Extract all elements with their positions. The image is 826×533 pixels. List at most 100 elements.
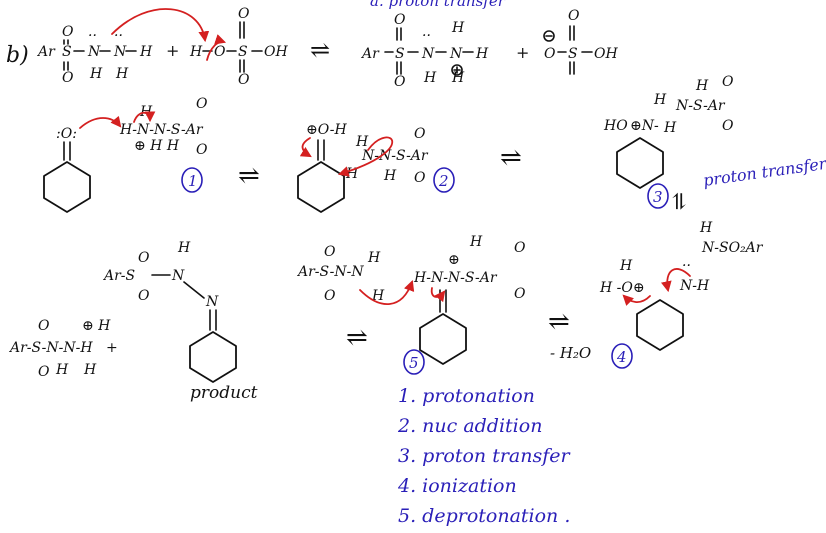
part-label: b): [6, 43, 29, 68]
svg-text:H: H: [469, 234, 483, 250]
svg-text:H: H: [423, 70, 437, 86]
bisulfate: O S O OH: [543, 8, 618, 75]
svg-text:H: H: [139, 44, 153, 60]
svg-text:O: O: [414, 126, 426, 142]
svg-text:⊕ H: ⊕ H: [82, 318, 111, 334]
svg-text:O: O: [414, 170, 426, 186]
protonated-hydrazide: Ar S O O N ·· N H H H H: [360, 12, 489, 90]
svg-text:O: O: [62, 24, 74, 40]
cyclohexanone-1: :O:: [43, 126, 91, 213]
plus-sign-2: +: [516, 43, 529, 62]
step-list-item-1: 1. protonation: [398, 385, 535, 407]
iminium-5: H-N-N-S-Ar H ⊕ O O: [413, 234, 526, 365]
svg-text:O: O: [38, 318, 50, 334]
svg-text:H: H: [383, 168, 397, 184]
svg-text:⊕O-H: ⊕O-H: [306, 122, 347, 138]
step-list-item-4: 4. ionization: [397, 475, 517, 497]
arrow-n-to-h: [111, 8, 210, 43]
svg-text:O: O: [394, 12, 406, 28]
svg-text:O: O: [238, 6, 250, 22]
svg-text:H: H: [653, 92, 667, 108]
protonated-ketone-2: ⊕O-H: [297, 122, 347, 213]
svg-text:N: N: [449, 46, 463, 62]
svg-text:H: H: [367, 250, 381, 266]
equilibrium-arrow-5: ⇌: [346, 323, 368, 353]
svg-text:⊕N-: ⊕N-: [630, 118, 659, 134]
arrow-hn-bond-1: [133, 111, 156, 123]
svg-text:H: H: [475, 46, 489, 62]
svg-text:Ar-S: Ar-S: [102, 268, 135, 284]
svg-text:O: O: [138, 250, 150, 266]
sulfuric-acid: H O S O O OH: [189, 6, 288, 88]
svg-text:N: N: [113, 44, 127, 60]
arrow-n-push-4: [661, 268, 691, 293]
svg-text:H-N-N-S-Ar: H-N-N-S-Ar: [119, 122, 204, 138]
minus-water-label: - H₂O: [550, 344, 591, 362]
svg-text:Ar-S-N-N-H: Ar-S-N-N-H: [8, 340, 93, 356]
step-5-number: 5: [409, 354, 419, 372]
svg-text:H: H: [177, 240, 191, 256]
arrow-deprotonate-5: [359, 279, 415, 306]
svg-text:O: O: [62, 70, 74, 86]
svg-text:O: O: [514, 240, 526, 256]
step-list-item-2: 2. nuc addition: [397, 415, 542, 437]
product-label: product: [190, 383, 258, 403]
step-2-marker: 2: [433, 167, 455, 193]
svg-text:O: O: [544, 46, 556, 62]
svg-text:H: H: [619, 258, 633, 274]
svg-text:H: H: [55, 362, 69, 378]
regenerated-hydrazinium: Ar-S-N-N-H O O H ⊕ H H +: [8, 318, 118, 380]
equilibrium-arrow-2: ⇌: [500, 143, 522, 173]
svg-text:N-N-S-Ar: N-N-S-Ar: [361, 148, 429, 164]
svg-text:O: O: [196, 96, 208, 112]
svg-text:N-H: N-H: [679, 278, 710, 294]
svg-text:H: H: [139, 104, 153, 120]
svg-text:O: O: [38, 364, 50, 380]
svg-text:H: H: [451, 20, 465, 36]
svg-text:N: N: [171, 268, 185, 284]
step-list: 1. protonation 2. nuc addition 3. proton…: [397, 385, 572, 527]
svg-text:N: N: [87, 44, 101, 60]
svg-text:··: ··: [422, 28, 431, 44]
base-hydrazide-5: Ar-S-N-N O O H H: [296, 244, 385, 304]
svg-text:··: ··: [682, 258, 691, 274]
svg-text:⊕ H H: ⊕ H H: [134, 138, 180, 154]
svg-text:H: H: [189, 44, 203, 60]
svg-text:S: S: [238, 44, 248, 60]
hydrazide-2: N-N-S-Ar H H H O O: [345, 126, 429, 186]
oxonium-4: H H -O⊕ N-H ·· H N-SO₂Ar: [599, 220, 764, 351]
svg-text:N-S-Ar: N-S-Ar: [675, 98, 726, 114]
svg-text:OH: OH: [264, 44, 288, 60]
svg-text:··: ··: [114, 28, 123, 44]
plus-sign-1: +: [166, 41, 179, 60]
step-4-number: 4: [616, 348, 627, 366]
svg-text:O: O: [324, 288, 336, 304]
svg-text:O: O: [514, 286, 526, 302]
svg-text:O: O: [394, 74, 406, 90]
step-list-item-3: 3. proton transfer: [398, 445, 572, 467]
svg-text:O: O: [238, 72, 250, 88]
step-3-number: 3: [653, 188, 663, 206]
svg-text:⊕: ⊕: [448, 252, 460, 268]
svg-text:O: O: [722, 118, 734, 134]
svg-text:O: O: [196, 142, 208, 158]
equilibrium-arrow-3: ⇌: [666, 192, 691, 210]
step-4-marker: 4: [611, 343, 633, 369]
svg-text:H: H: [663, 120, 677, 136]
step-5-marker: 5: [403, 349, 425, 375]
svg-text:H: H: [83, 362, 97, 378]
svg-text:H: H: [699, 220, 713, 236]
arrow-nh-bond-5: [430, 287, 446, 303]
svg-text:O: O: [138, 288, 150, 304]
svg-text:Ar-S-N-N: Ar-S-N-N: [296, 264, 364, 280]
arrow-n-attack-2: [337, 136, 393, 177]
svg-text:H: H: [355, 134, 369, 150]
svg-text:+: +: [106, 340, 118, 356]
svg-text:H-N-N-S-Ar: H-N-N-S-Ar: [413, 270, 498, 286]
arrow-oh-bond-to-o: [206, 34, 227, 61]
svg-text:H: H: [115, 66, 129, 82]
step-3-marker: 3: [647, 183, 669, 209]
carbinolamine-3: HO ⊕N- H H N-S-Ar H O O: [603, 74, 734, 189]
hydrazone-product: Ar-S O O N H N: [102, 240, 237, 383]
svg-text:OH: OH: [594, 46, 618, 62]
